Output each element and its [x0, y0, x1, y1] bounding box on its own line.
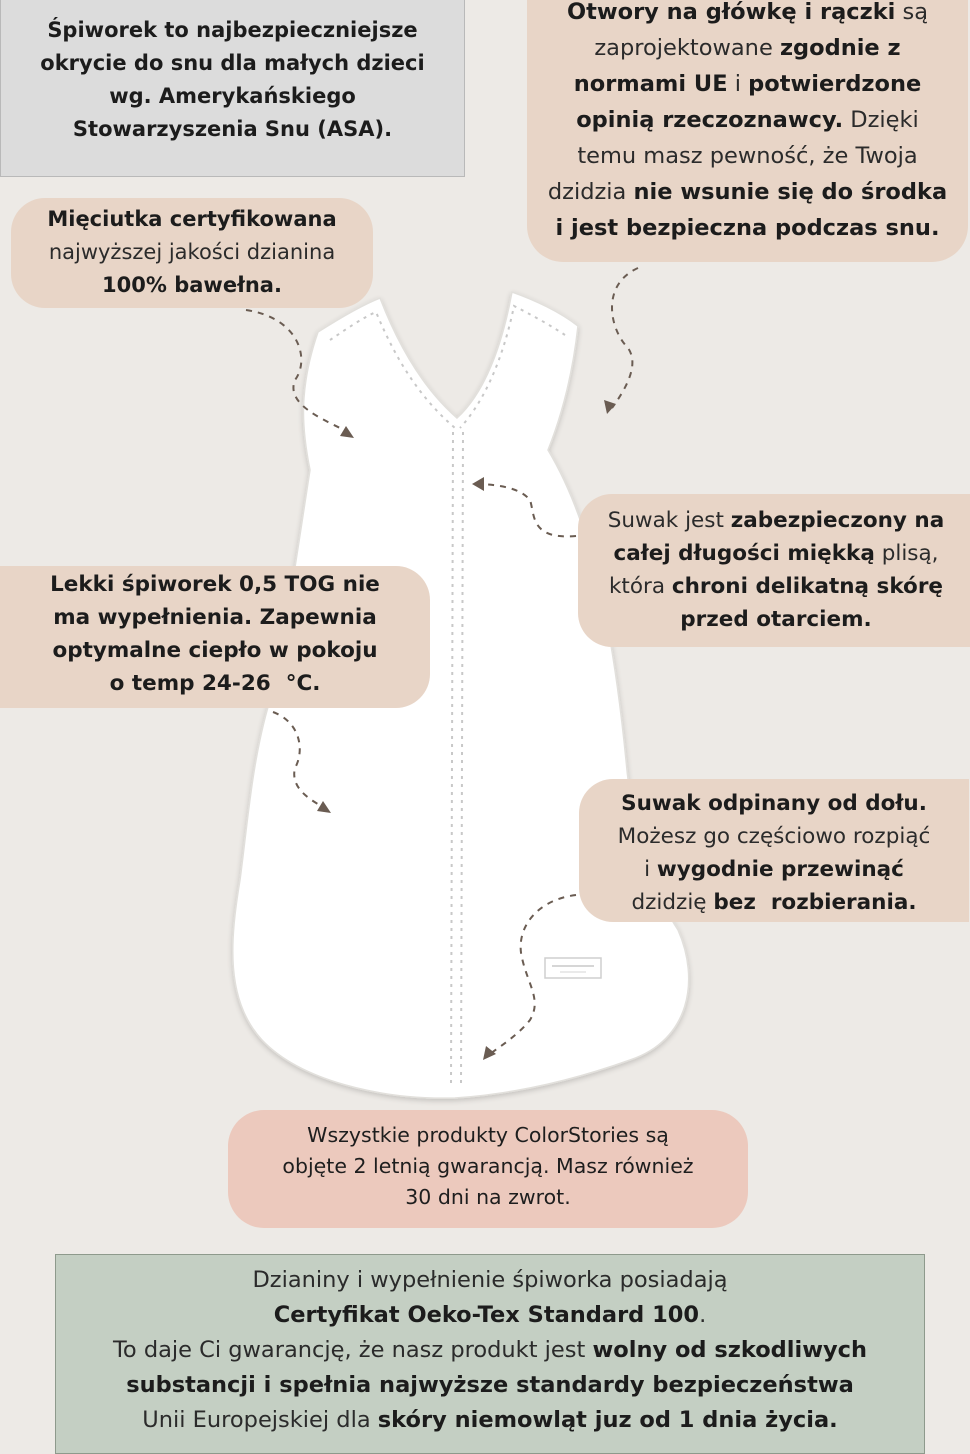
- arrowhead-tog: [317, 801, 331, 813]
- arrowhead-cotton: [340, 426, 354, 438]
- text-bold: potwierdzone: [748, 71, 922, 97]
- text-bold: substancji i spełnia najwyższe standardy…: [126, 1372, 854, 1398]
- warranty-line: Wszystkie produkty ColorStories są: [307, 1123, 669, 1147]
- text: dzidzię: [631, 890, 714, 915]
- certificate-line: To daje Ci gwarancję, że nasz produkt je…: [56, 1333, 924, 1368]
- text-bold: nie wsunie się do środka: [633, 179, 948, 205]
- text-bold: skóry niemowląt juz od 1 dnia życia.: [377, 1407, 838, 1433]
- zipper-guard-line: przed otarciem.: [586, 603, 966, 636]
- zipper-guard-line: całej długości miękką plisą,: [586, 537, 966, 570]
- text-bold: bez rozbierania.: [713, 890, 917, 915]
- stitching: [329, 304, 566, 1086]
- text-bold: przed otarciem.: [680, 607, 872, 632]
- zip-bottom-line: dzidzię bez rozbierania.: [583, 886, 965, 919]
- zip-bottom-line: Możesz go częściowo rozpiąć: [583, 820, 965, 853]
- openings-line: i jest bezpieczna podczas snu.: [533, 210, 962, 246]
- text: dzidzia: [547, 179, 634, 205]
- zipper-guard-line: Suwak jest zabezpieczony na: [586, 504, 966, 537]
- safety-info-box: Śpiworek to najbezpieczniejsze okrycie d…: [0, 0, 465, 177]
- text: i: [727, 71, 749, 97]
- safety-info-line: Śpiworek to najbezpieczniejsze: [47, 18, 418, 42]
- cotton-line: Mięciutka certyfikowana: [47, 207, 337, 231]
- openings-info-bubble: Otwory na główkę i rączki są zaprojektow…: [527, 0, 968, 262]
- text-bold: zgodnie z: [779, 35, 901, 61]
- arrow-zip-bottom: [489, 894, 577, 1055]
- arrow-openings: [611, 267, 639, 409]
- tog-line: Lekki śpiworek 0,5 TOG nie: [50, 572, 380, 597]
- openings-line: Otwory na główkę i rączki są: [533, 0, 962, 30]
- text: która: [608, 574, 672, 599]
- openings-line: zaprojektowane zgodnie z: [533, 30, 962, 66]
- zipper-guard-line: która chroni delikatną skórę: [586, 570, 966, 603]
- text: i: [644, 857, 657, 882]
- warranty-line: objęte 2 letnią gwarancją. Masz również: [282, 1154, 694, 1178]
- zip-bottom-line: Suwak odpinany od dołu.: [583, 787, 965, 820]
- zip-bottom-line: i wygodnie przewinąć: [583, 853, 965, 886]
- openings-line: dzidzia nie wsunie się do środka: [533, 174, 962, 210]
- text-bold: zabezpieczony na: [730, 508, 945, 533]
- text-bold: całej długości miękką: [613, 541, 875, 566]
- arrow-cotton: [245, 309, 349, 433]
- text: To daje Ci gwarancję, że nasz produkt je…: [112, 1337, 593, 1363]
- text: Unii Europejskiej dla: [142, 1407, 378, 1433]
- arrow-zipper-guard: [479, 483, 577, 538]
- openings-line: temu masz pewność, że Twoja: [533, 138, 962, 174]
- text-bold: opinią rzeczoznawcy.: [576, 107, 844, 133]
- certificate-info-box: Dzianiny i wypełnienie śpiworka posiadaj…: [55, 1254, 925, 1454]
- text: temu masz pewność, że Twoja: [577, 143, 918, 169]
- warranty-line: 30 dni na zwrot.: [405, 1185, 571, 1209]
- arrows: [245, 267, 639, 1055]
- certificate-line: Dzianiny i wypełnienie śpiworka posiadaj…: [56, 1263, 924, 1298]
- tog-info-bubble: Lekki śpiworek 0,5 TOG nie ma wypełnieni…: [0, 566, 430, 708]
- brand-label-icon: [544, 957, 602, 979]
- text: plisą,: [874, 541, 939, 566]
- text-bold: Suwak odpinany od dołu.: [621, 791, 927, 816]
- safety-info-line: Stowarzyszenia Snu (ASA).: [72, 117, 393, 141]
- tog-line: ma wypełnienia. Zapewnia: [53, 605, 377, 630]
- safety-info-line: wg. Amerykańskiego: [109, 84, 356, 108]
- text: Dzięki: [843, 107, 919, 133]
- text: .: [699, 1302, 707, 1328]
- text: zaprojektowane: [594, 35, 780, 61]
- arrowhead-openings: [604, 400, 616, 414]
- warranty-info-pill: Wszystkie produkty ColorStories są objęt…: [228, 1110, 748, 1228]
- arrowhead-zipper-guard: [472, 477, 484, 491]
- certificate-line: Certyfikat Oeko-Tex Standard 100.: [56, 1298, 924, 1333]
- arrowheads: [317, 400, 616, 1060]
- cotton-line: najwyższej jakości dzianina: [48, 240, 336, 264]
- zip-bottom-info-bubble: Suwak odpinany od dołu. Możesz go części…: [579, 779, 969, 922]
- text-bold: Certyfikat Oeko-Tex Standard 100: [273, 1302, 700, 1328]
- sleeping-bag-icon: [232, 291, 690, 1099]
- tog-line: optymalne ciepło w pokoju: [52, 638, 378, 663]
- text: Dzianiny i wypełnienie śpiworka posiadaj…: [252, 1267, 728, 1293]
- certificate-line: substancji i spełnia najwyższe standardy…: [56, 1368, 924, 1403]
- text-bold: wolny od szkodliwych: [592, 1337, 867, 1363]
- zipper-guard-info-bubble: Suwak jest zabezpieczony na całej długoś…: [578, 494, 970, 647]
- text-bold: chroni delikatną skórę: [671, 574, 944, 599]
- openings-line: opinią rzeczoznawcy. Dzięki: [533, 102, 962, 138]
- sleeping-bag-body: [232, 291, 690, 1099]
- tog-line: o temp 24-26 °C.: [109, 671, 321, 696]
- text: Suwak jest: [607, 508, 731, 533]
- text-bold: wygodnie przewinąć: [656, 857, 904, 882]
- text: są: [895, 0, 929, 25]
- openings-line: normami UE i potwierdzone: [533, 66, 962, 102]
- zipper-placket: [450, 431, 454, 1086]
- text: Możesz go częściowo rozpiąć: [617, 824, 931, 849]
- certificate-line: Unii Europejskiej dla skóry niemowląt ju…: [56, 1403, 924, 1438]
- safety-info-line: okrycie do snu dla małych dzieci: [40, 51, 425, 75]
- cotton-line: 100% bawełna.: [102, 273, 282, 297]
- arrowhead-zip-bottom: [483, 1046, 496, 1060]
- text-bold: i jest bezpieczna podczas snu.: [555, 215, 940, 241]
- text-bold: normami UE: [573, 71, 728, 97]
- cotton-info-bubble: Mięciutka certyfikowana najwyższej jakoś…: [11, 198, 373, 308]
- text-bold: Otwory na główkę i rączki: [566, 0, 896, 25]
